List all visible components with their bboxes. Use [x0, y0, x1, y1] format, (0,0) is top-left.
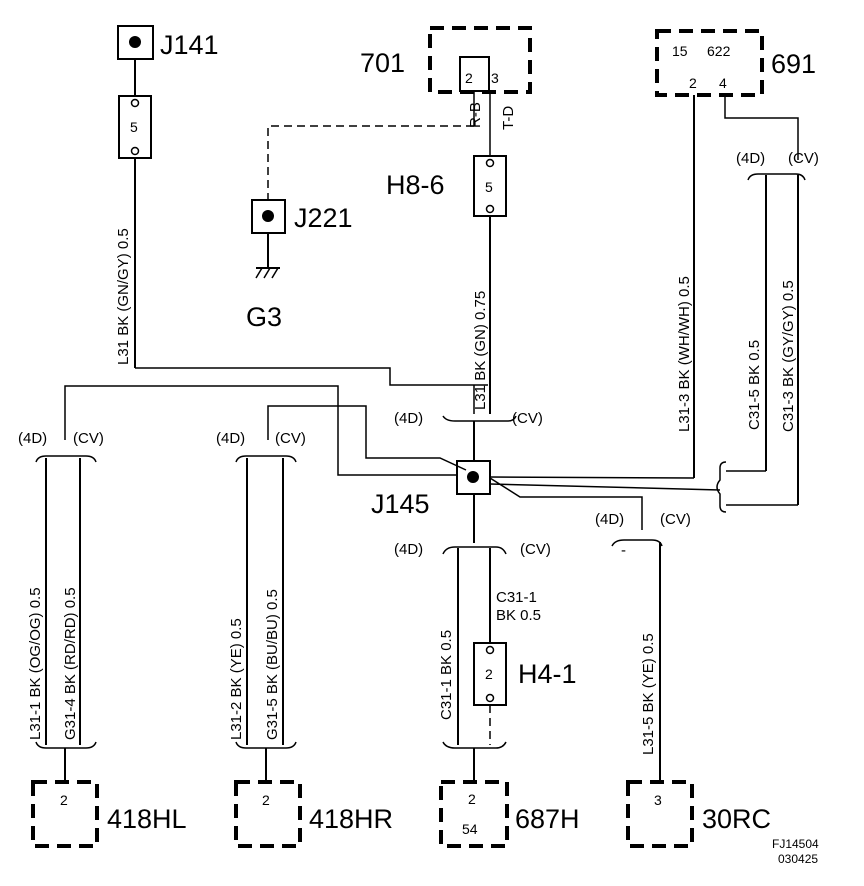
- variant-4d-687h: (4D): [394, 541, 423, 558]
- label-h4-1: H4-1: [518, 659, 577, 689]
- ground-icon: [255, 267, 280, 279]
- wire-c31-1-vert: C31-1 BK 0.5: [438, 630, 455, 720]
- label-j141: J141: [160, 30, 219, 60]
- pin-30rc: 3: [654, 792, 662, 808]
- wire-l31-5: L31-5 BK (YE) 0.5: [640, 633, 657, 755]
- pin-691-622: 622: [707, 43, 731, 59]
- wire-l31-3: L31-3 BK (WH/WH) 0.5: [676, 276, 693, 432]
- fuse-j141: [118, 95, 152, 159]
- wire-c31-1-a: C31-1: [496, 589, 537, 606]
- pin-687h-2: 2: [468, 791, 476, 807]
- fuse-h4-1-pin: 2: [485, 666, 493, 682]
- pin-691-4: 4: [719, 75, 727, 91]
- fuse-h8-6: [473, 155, 507, 217]
- label-687h: 687H: [515, 804, 580, 834]
- connector-687h: [439, 780, 509, 848]
- variant-4d-418hl: (4D): [18, 430, 47, 447]
- pin-691-2: 2: [689, 75, 697, 91]
- connector-691: [655, 29, 764, 97]
- variant-cv-687h: (CV): [520, 541, 551, 558]
- connector-30rc: [626, 780, 694, 848]
- pin-701-2: 2: [465, 70, 473, 86]
- variant-cv-center: (CV): [512, 410, 543, 427]
- pin-687h-54: 54: [462, 821, 478, 837]
- variant-cv-right: (CV): [788, 150, 819, 167]
- pin-418hl: 2: [60, 792, 68, 808]
- figure-code: FJ14504: [772, 837, 819, 851]
- label-701: 701: [360, 48, 405, 78]
- wire-c31-1-b: BK 0.5: [496, 607, 541, 624]
- wire-l31-gngy: L31 BK (GN/GY) 0.5: [115, 228, 132, 365]
- connector-418hl: [31, 780, 99, 848]
- wire-l31-2: L31-2 BK (YE) 0.5: [228, 618, 245, 740]
- fuse-j141-pin: 5: [130, 119, 138, 135]
- variant-4d-30rc: (4D): [595, 511, 624, 528]
- variant-4d-418hr: (4D): [216, 430, 245, 447]
- wire-g31-5: G31-5 BK (BU/BU) 0.5: [264, 589, 281, 740]
- label-h8-6: H8-6: [386, 170, 445, 200]
- label-j221: J221: [294, 203, 353, 233]
- pin-418hr: 2: [262, 792, 270, 808]
- label-418hl: 418HL: [107, 804, 187, 834]
- connector-418hr: [234, 780, 302, 848]
- fuse-h8-6-pin: 5: [485, 179, 493, 195]
- variant-cv-30rc: (CV): [660, 511, 691, 528]
- splice-j221: [251, 199, 286, 234]
- wire-g31-4: G31-4 BK (RD/RD) 0.5: [62, 587, 79, 740]
- wire-rb: R-B: [467, 102, 484, 128]
- variant-4d-center: (4D): [394, 410, 423, 427]
- fuse-h4-1: [473, 642, 507, 706]
- wire-td: T-D: [500, 106, 517, 130]
- splice-j145: [456, 460, 491, 495]
- wire-dash-mark: -: [621, 542, 626, 559]
- pin-691-15: 15: [672, 43, 688, 59]
- label-g3: G3: [246, 302, 282, 332]
- wire-c31-3: C31-3 BK (GY/GY) 0.5: [780, 280, 797, 432]
- splice-j141: [117, 25, 154, 60]
- label-j145: J145: [371, 489, 430, 519]
- wire-c31-5-top: C31-5 BK 0.5: [746, 340, 763, 430]
- wire-l31-gn: L31 BK (GN) 0.75: [472, 291, 489, 410]
- variant-4d-right: (4D): [736, 150, 765, 167]
- label-691: 691: [771, 49, 816, 79]
- wire-l31-1: L31-1 BK (OG/OG) 0.5: [27, 587, 44, 740]
- connector-701: [428, 26, 532, 94]
- label-418hr: 418HR: [309, 804, 393, 834]
- variant-cv-418hl: (CV): [73, 430, 104, 447]
- label-30rc: 30RC: [702, 804, 771, 834]
- variant-cv-418hr: (CV): [275, 430, 306, 447]
- figure-date: 030425: [778, 852, 818, 866]
- pin-701-3: 3: [491, 70, 499, 86]
